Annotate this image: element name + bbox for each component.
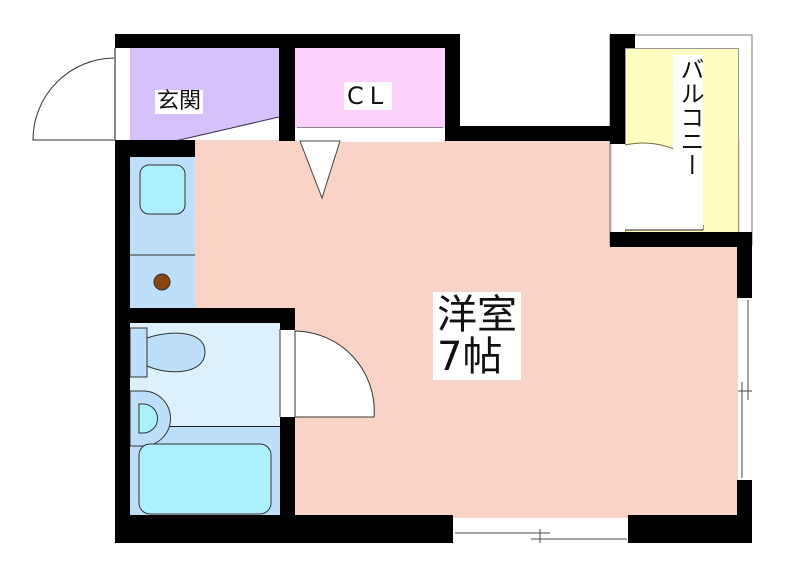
wall-entry-left-lower <box>115 140 130 543</box>
wall-kitchen-bath-divider <box>115 308 295 323</box>
western-room-size: 7帖 <box>437 334 503 380</box>
wall-right-upper <box>737 232 752 298</box>
western-room-name: 洋室 <box>437 292 517 338</box>
closet-door-icon <box>299 140 341 200</box>
wall-balcony-left-corner <box>610 34 635 48</box>
toilet-bowl-icon <box>146 332 206 373</box>
wall-top-middle <box>445 126 612 141</box>
bathtub-icon <box>138 443 272 515</box>
closet-label: CL <box>344 82 393 110</box>
entrance-label: 玄関 <box>155 89 204 114</box>
sink-icon <box>139 164 186 215</box>
bath-door-swing-icon <box>294 330 375 418</box>
front-door-swing-icon <box>32 57 116 141</box>
wall-balcony-left-upper <box>610 34 625 144</box>
wall-entry-bottom <box>115 140 195 157</box>
closet-door-strip <box>297 127 443 142</box>
toilet-tank-icon <box>129 327 148 378</box>
balcony-label: バルコニー <box>673 55 704 229</box>
wall-cl-right <box>445 34 460 141</box>
wall-bath-right-lower <box>280 417 295 527</box>
wall-bath-right-upper <box>280 308 295 330</box>
stove-icon <box>153 273 171 291</box>
right-window-icon <box>738 298 752 480</box>
western-room-label: 洋室 7帖 <box>433 292 521 380</box>
wall-entry-cl-divider <box>279 34 295 141</box>
entrance-floor <box>130 48 279 145</box>
wall-balcony-bottom <box>610 232 752 247</box>
wall-bottom-right <box>628 515 752 543</box>
